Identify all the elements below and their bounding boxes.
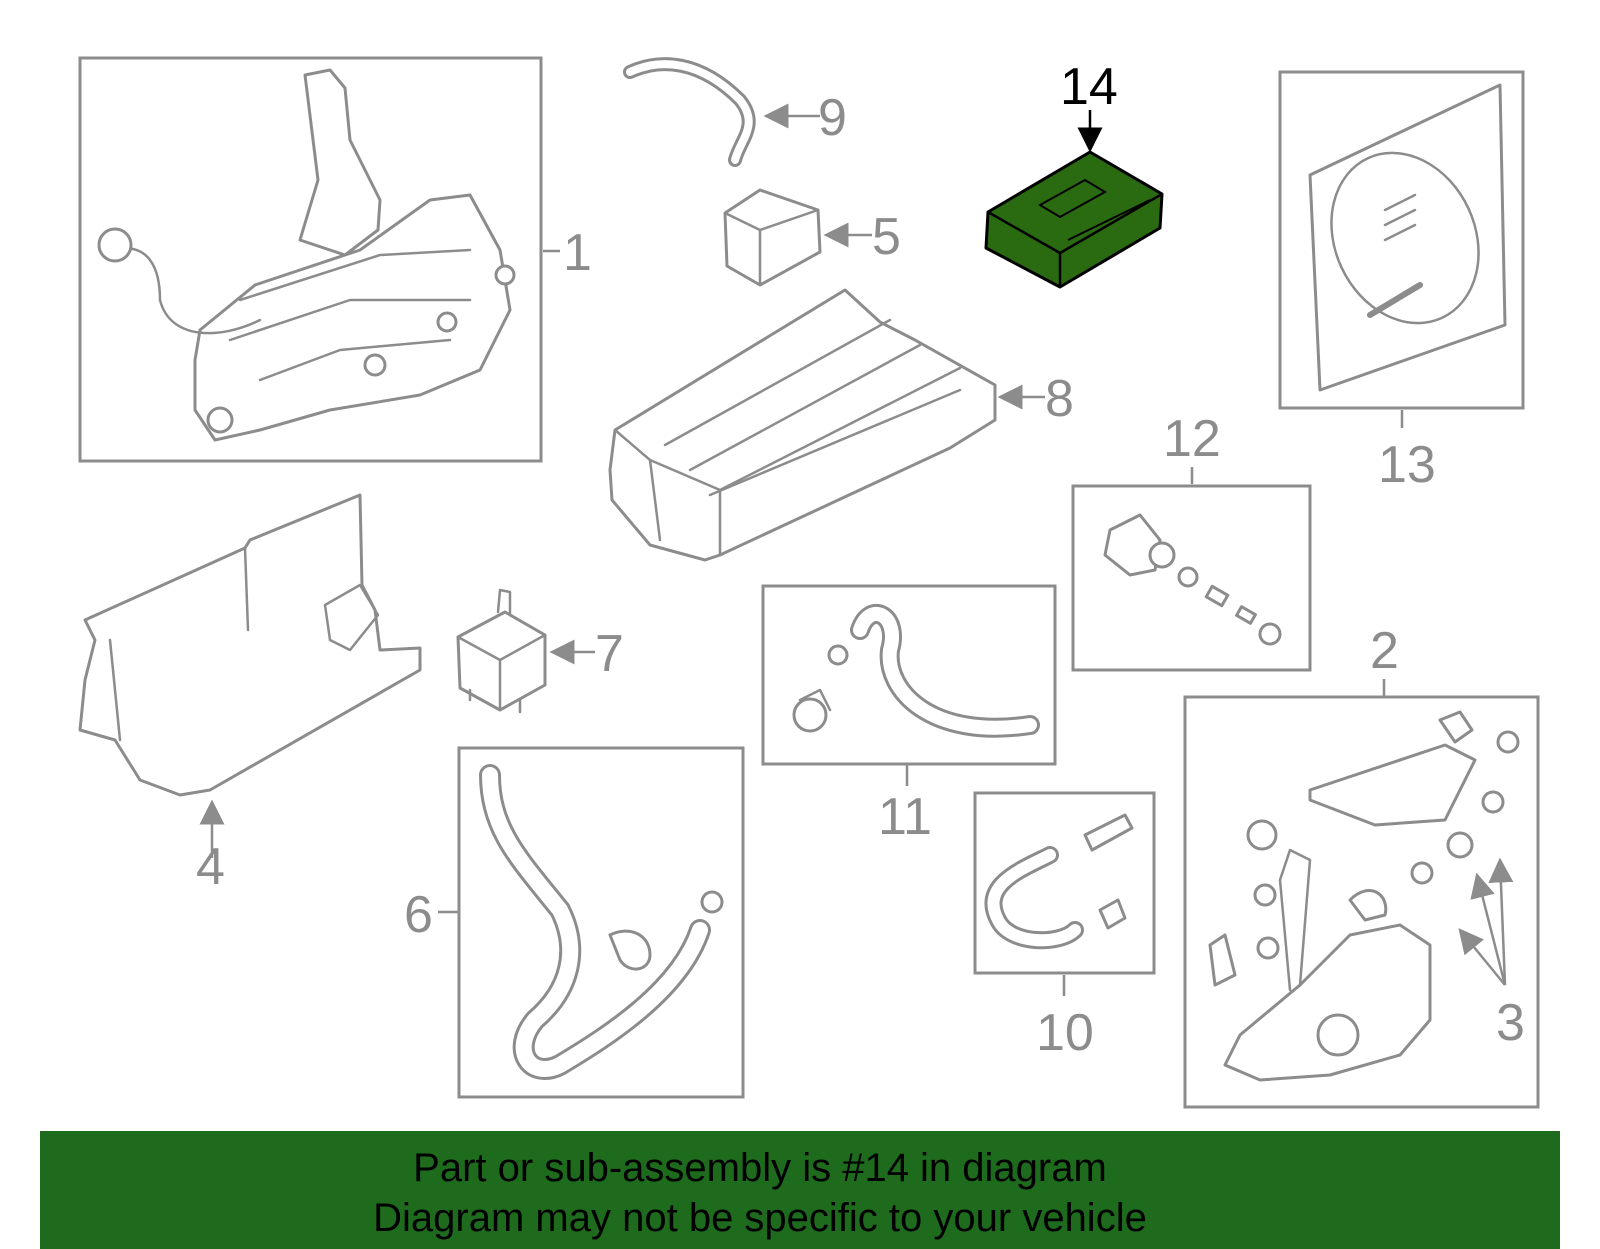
callout-3: 3 xyxy=(1496,994,1525,1052)
part-6-hose[interactable]: 6 xyxy=(404,746,745,1099)
part-12-sensor-kit[interactable]: 12 xyxy=(1071,410,1312,672)
part-1-shifter-assembly[interactable]: 1 xyxy=(78,56,592,463)
callout-2: 2 xyxy=(1370,622,1399,680)
part-3-fasteners[interactable]: 3 xyxy=(1458,857,1525,1052)
info-banner: Part or sub-assembly is #14 in diagram D… xyxy=(40,1131,1560,1249)
callout-10: 10 xyxy=(1036,1004,1094,1062)
callout-1: 1 xyxy=(563,224,592,282)
callout-5: 5 xyxy=(872,208,901,266)
part-10-hose-kit[interactable]: 10 xyxy=(973,791,1156,1062)
callout-12: 12 xyxy=(1163,410,1221,468)
callout-6: 6 xyxy=(404,886,433,944)
part-8-cover[interactable]: 8 xyxy=(608,288,1074,562)
part-7-mount[interactable]: 7 xyxy=(456,588,624,714)
callout-11: 11 xyxy=(878,788,932,846)
banner-line-2: Diagram may not be specific to your vehi… xyxy=(373,1196,1147,1240)
part-4-bracket-plate[interactable]: 4 xyxy=(78,493,422,896)
part-11-hose-kit[interactable]: 11 xyxy=(761,584,1057,846)
callout-9: 9 xyxy=(818,89,847,147)
part-5-bracket[interactable]: 5 xyxy=(723,188,901,287)
part-9-hose[interactable]: 9 xyxy=(623,57,847,167)
callout-8: 8 xyxy=(1045,370,1074,428)
callout-4: 4 xyxy=(196,838,225,896)
callout-7: 7 xyxy=(595,625,624,683)
part-14-control-module[interactable]: 14 xyxy=(984,58,1164,289)
part-13-seal-kit[interactable]: 13 xyxy=(1278,70,1525,494)
banner-line-1: Part or sub-assembly is #14 in diagram xyxy=(413,1146,1107,1190)
callout-14: 14 xyxy=(1060,58,1118,116)
part-2-housing-assembly[interactable]: 2 xyxy=(1183,622,1540,1109)
callout-13: 13 xyxy=(1378,436,1436,494)
